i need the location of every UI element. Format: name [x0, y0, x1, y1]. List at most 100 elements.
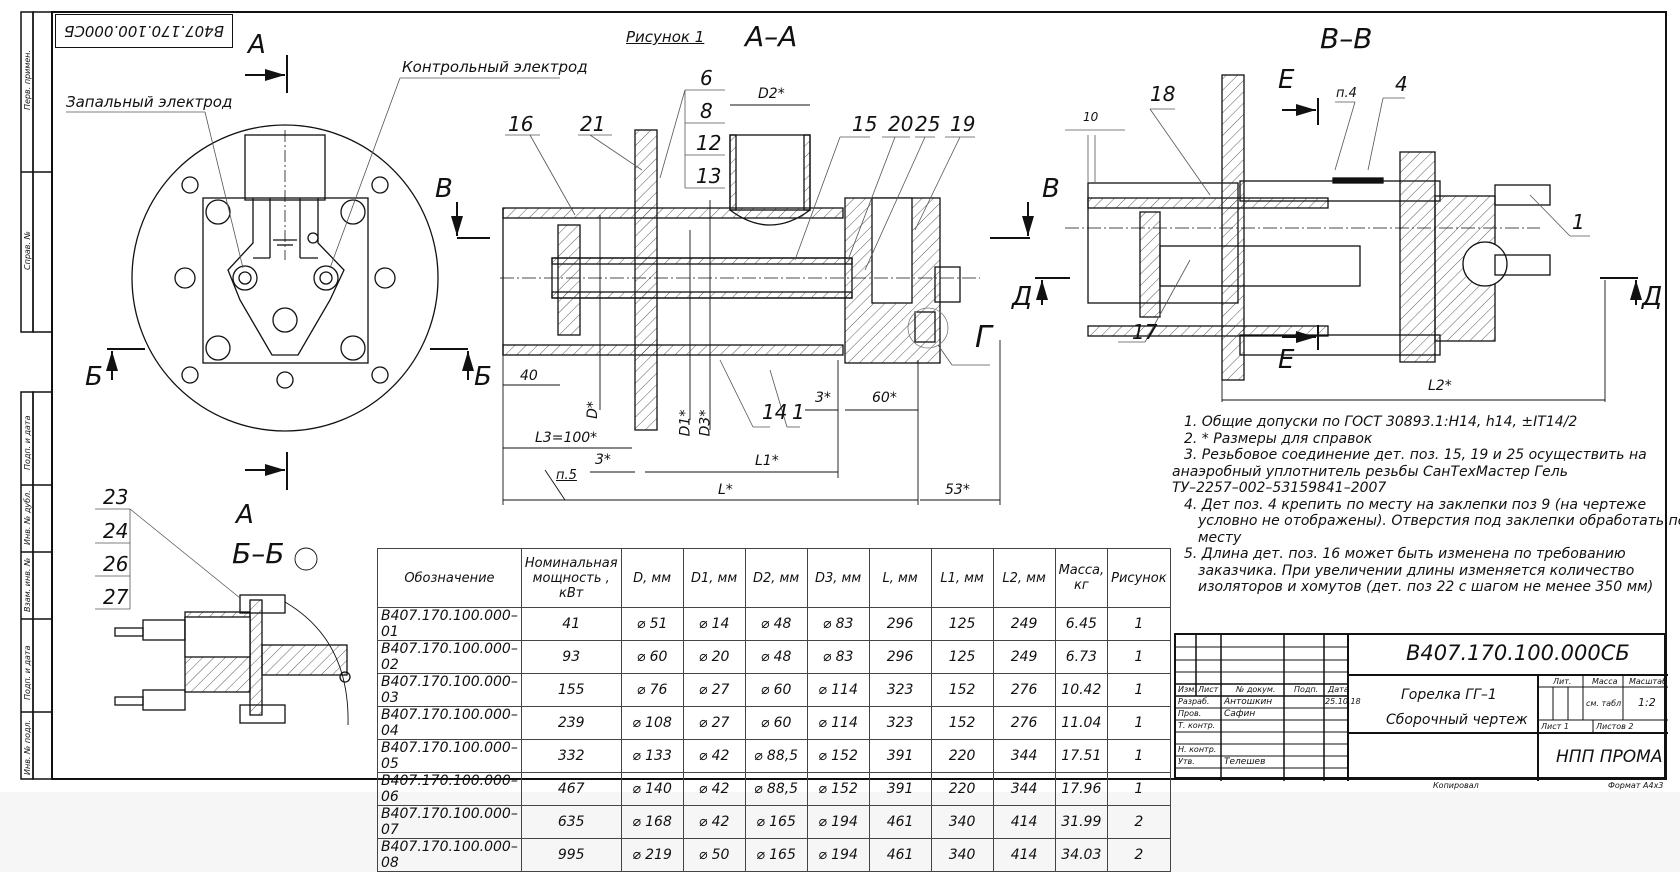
margin-label-repl-inv: Взам. инв. № [23, 557, 32, 612]
left-margin [20, 11, 53, 780]
section-aa [500, 129, 980, 431]
margin-label-sign-date-2: Подп. и дата [23, 645, 32, 701]
margin-label-ref-no: Справ. № [23, 231, 32, 270]
cell-power: 41 [520, 607, 622, 641]
cell-l: 296 [868, 640, 932, 674]
cell-d2: ⌀ 165 [744, 838, 808, 872]
cell-d2: ⌀ 88,5 [744, 739, 808, 773]
cell-designation: В407.170.100.000–06 [377, 772, 522, 806]
cut-letter-a-bottom: А [236, 500, 254, 530]
cell-mass: 17.96 [1054, 772, 1109, 806]
tb-designation: В407.170.100.000СБ [1406, 641, 1630, 665]
dim-3b: 3* [815, 390, 831, 406]
tb-doc-type: Сборочный чертеж [1386, 712, 1528, 728]
col-l2: L2, мм [992, 548, 1056, 608]
format-label: Формат А4х3 [1608, 781, 1664, 790]
cell-power: 995 [520, 838, 622, 872]
note-line: условно не отображены). Отверстия под за… [1198, 513, 1680, 529]
cut-letter-e-top: Е [1278, 65, 1295, 95]
cut-letter-b-left: Б [85, 362, 103, 392]
cell-mass: 6.73 [1054, 640, 1109, 674]
spec-table: Обозначение Номинальная мощность , кВт D… [377, 548, 1171, 872]
cell-d1: ⌀ 14 [682, 607, 746, 641]
cut-letter-d-left: Д [1012, 282, 1033, 312]
cell-d3: ⌀ 194 [806, 805, 870, 839]
figure-label: Рисунок 1 [626, 28, 705, 46]
dim-10: 10 [1083, 110, 1099, 124]
cut-letter-v-left: В [435, 174, 453, 204]
cell-l2: 344 [992, 739, 1056, 773]
cell-l2: 249 [992, 607, 1056, 641]
pos-12: 12 [696, 131, 722, 155]
cell-power: 332 [520, 739, 622, 773]
cell-l1: 340 [930, 805, 994, 839]
note-line: 2. * Размеры для справок [1184, 430, 1373, 447]
cell-l2: 414 [992, 838, 1056, 872]
pos-19: 19 [950, 112, 976, 136]
pos-1-vv: 1 [1572, 210, 1585, 234]
control-electrode-label: Контрольный электрод [402, 58, 588, 76]
cell-figure: 1 [1107, 640, 1171, 674]
cell-l: 391 [868, 739, 932, 773]
tb-mass-label: Масса [1592, 677, 1618, 686]
dim-d2: D2* [758, 86, 785, 102]
tb-role-developer: Разраб. [1178, 697, 1210, 706]
tb-lit-label: Лит. [1553, 677, 1572, 686]
tb-company: НПП ПРОМА [1556, 747, 1663, 767]
note-ref-p4: п.4 [1336, 86, 1357, 101]
cell-designation: В407.170.100.000–07 [377, 805, 522, 839]
pos-6: 6 [700, 66, 713, 90]
tb-col-docno: № докум. [1236, 685, 1276, 694]
tb-role-tcontrol: Т. контр. [1178, 721, 1216, 730]
tb-scale-label: Масштаб [1629, 677, 1668, 686]
cell-d2: ⌀ 165 [744, 805, 808, 839]
cell-figure: 2 [1107, 838, 1171, 872]
cell-figure: 2 [1107, 805, 1171, 839]
cell-designation: В407.170.100.000–05 [377, 739, 522, 773]
cell-power: 155 [520, 673, 622, 707]
cell-l1: 125 [930, 640, 994, 674]
cell-power: 635 [520, 805, 622, 839]
col-mass: Масса, кг [1054, 548, 1109, 608]
cell-d2: ⌀ 60 [744, 706, 808, 740]
dim-3a: 3* [595, 452, 611, 468]
tb-mass-value: см. табл [1586, 699, 1622, 708]
cell-figure: 1 [1107, 607, 1171, 641]
col-d3: D3, мм [806, 548, 870, 608]
col-l: L, мм [868, 548, 932, 608]
cell-l1: 340 [930, 838, 994, 872]
pos-17: 17 [1132, 320, 1158, 344]
cell-d: ⌀ 51 [620, 607, 684, 641]
cell-mass: 10.42 [1054, 673, 1109, 707]
col-l1: L1, мм [930, 548, 994, 608]
margin-label-orig-inv: Инв. № подл. [23, 719, 32, 775]
cell-d3: ⌀ 114 [806, 673, 870, 707]
pos-27: 27 [103, 585, 129, 609]
cell-power: 239 [520, 706, 622, 740]
cell-d1: ⌀ 42 [682, 805, 746, 839]
cell-d: ⌀ 168 [620, 805, 684, 839]
cell-d1: ⌀ 42 [682, 739, 746, 773]
dim-40: 40 [520, 368, 538, 384]
cell-d1: ⌀ 42 [682, 772, 746, 806]
cell-d2: ⌀ 48 [744, 607, 808, 641]
cell-d2: ⌀ 48 [744, 640, 808, 674]
tb-col-change: Изм. [1178, 685, 1197, 694]
tb-col-date: Дата [1328, 685, 1349, 694]
pos-20: 20 [888, 112, 914, 136]
dim-l3: L3=100* [535, 430, 598, 446]
pos-21: 21 [580, 112, 606, 136]
pos-15: 15 [852, 112, 878, 136]
cut-letter-d-right: Д [1642, 282, 1663, 312]
cell-mass: 31.99 [1054, 805, 1109, 839]
cell-l: 323 [868, 706, 932, 740]
cell-l2: 414 [992, 805, 1056, 839]
cell-l2: 344 [992, 772, 1056, 806]
col-d: D, мм [620, 548, 684, 608]
section-vv [1065, 74, 1551, 381]
tb-scale-value: 1:2 [1638, 696, 1656, 709]
cell-designation: В407.170.100.000–01 [377, 607, 522, 641]
technical-notes: 1. Общие допуски по ГОСТ 30893.1:H14, h1… [1172, 414, 1680, 596]
tb-role-approved: Утв. [1178, 757, 1195, 766]
